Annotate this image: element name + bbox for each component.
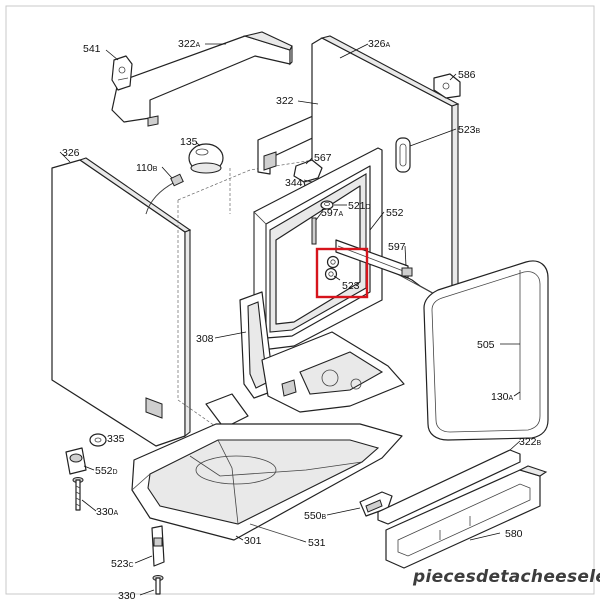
- part-523-hinge: [324, 255, 340, 281]
- label-part-586: 586: [458, 69, 476, 81]
- label-part-523: 523: [342, 280, 360, 292]
- part-505-door-seal: [423, 260, 549, 441]
- part-322a-top-rail: [111, 31, 293, 127]
- part-110b-hose: [145, 173, 184, 215]
- part-335-nut: [89, 433, 107, 447]
- label-part-523b: 523B: [458, 124, 481, 136]
- label-part-335: 335: [107, 433, 125, 445]
- label-part-523c: 523C: [111, 558, 134, 570]
- part-597a-strip: [311, 217, 317, 245]
- part-135-cap: [188, 143, 224, 174]
- label-part-505: 505: [477, 339, 495, 351]
- label-part-308: 308: [196, 333, 214, 345]
- label-part-521d: 521D: [348, 200, 371, 212]
- watermark: piecesdetacheeselec.com: [412, 567, 600, 587]
- label-part-322a: 322A: [178, 38, 201, 50]
- part-330a-screw: [72, 477, 84, 511]
- label-part-322b: 322B: [519, 436, 542, 448]
- label-part-550b: 550B: [304, 510, 327, 522]
- leader-lines: [59, 43, 521, 596]
- part-586-bracket: [433, 73, 461, 99]
- part-523c-bracket: [151, 525, 165, 567]
- part-597-clip: [401, 267, 413, 277]
- part-labels: 541 322A 326A 586 322 523B 135 567 326 1…: [62, 38, 542, 600]
- label-part-326: 326: [62, 147, 80, 159]
- label-part-330: 330: [118, 590, 136, 600]
- label-part-597: 597: [388, 241, 406, 253]
- label-part-322: 322: [276, 95, 294, 107]
- label-part-580: 580: [505, 528, 523, 540]
- part-301-base-tray: [131, 423, 403, 541]
- part-326-side-panel: [51, 157, 192, 447]
- label-part-130a: 130A: [491, 391, 514, 403]
- label-part-552: 552: [386, 207, 404, 219]
- part-523b-latch: [395, 137, 411, 173]
- label-part-110b: 110B: [136, 162, 158, 174]
- label-part-330a: 330A: [96, 506, 119, 518]
- part-521d-nut: [320, 200, 334, 210]
- label-part-326a: 326A: [368, 38, 391, 50]
- label-part-567: 567: [314, 152, 332, 164]
- part-330-screw: [152, 575, 164, 595]
- part-580-plinth: [385, 465, 548, 569]
- label-part-541: 541: [83, 43, 101, 55]
- diagram-frame: [5, 5, 595, 595]
- highlight-box-523: [315, 247, 369, 299]
- label-part-552d: 552D: [95, 465, 118, 477]
- label-part-301: 301: [244, 535, 262, 547]
- part-552d-foot: [65, 447, 87, 475]
- part-541-clip: [111, 55, 133, 91]
- part-door-mechanism: [205, 291, 405, 429]
- part-550b-clip: [359, 491, 393, 517]
- label-part-135: 135: [180, 136, 198, 148]
- label-part-531: 531: [308, 537, 326, 549]
- label-part-344: 344: [285, 177, 303, 189]
- part-531-rod: [249, 523, 301, 541]
- label-part-597a: 597A: [321, 207, 344, 219]
